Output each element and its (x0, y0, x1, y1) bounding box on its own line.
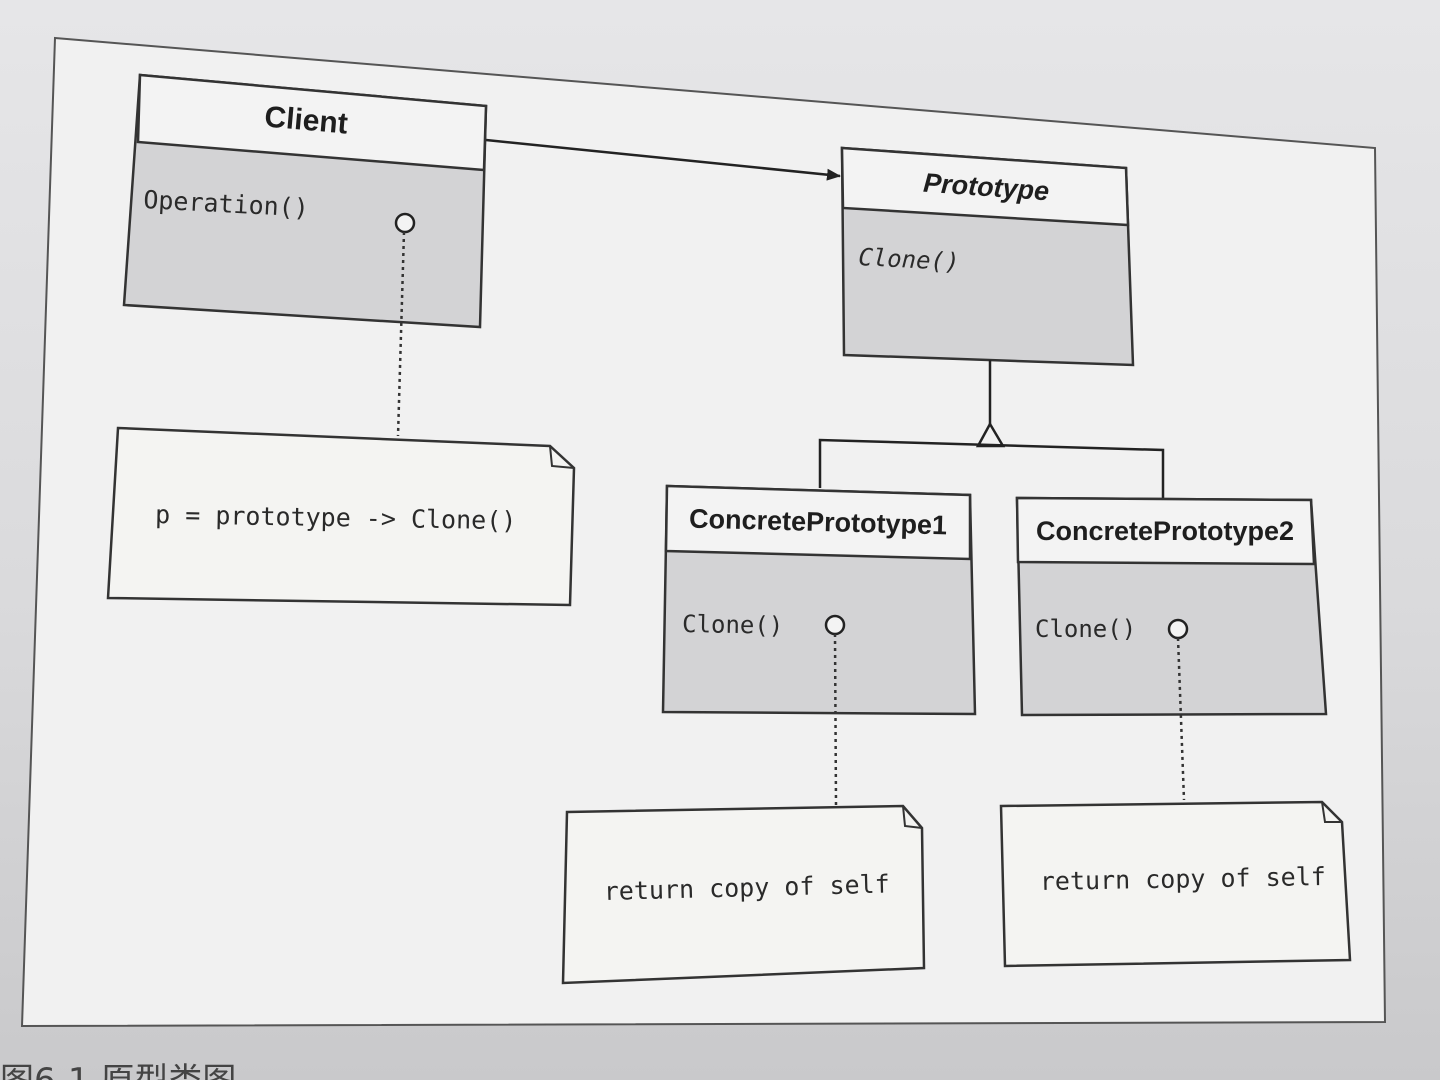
concrete-prototype1-note-connector (833, 633, 838, 806)
inheritance-connector (818, 360, 1165, 500)
prototype-class[interactable]: Prototype Clone() (840, 146, 1135, 367)
concrete-prototype2-note: return copy of self (999, 800, 1352, 968)
concrete-prototype1-note-anchor (824, 614, 846, 636)
figure-caption: 图6-1 原型类图 (0, 1061, 236, 1080)
concrete-prototype2-class[interactable]: ConcretePrototype2 Clone() (1015, 496, 1328, 717)
concrete-prototype1-header (664, 484, 972, 561)
client-note: p = prototype -> Clone() (106, 426, 576, 607)
concrete-prototype1-class[interactable]: ConcretePrototype1 Clone() (661, 484, 977, 716)
concrete-prototype2-note-fold (1321, 801, 1342, 823)
client-note-text: p = prototype -> Clone() (155, 500, 517, 535)
concrete-prototype1-note: return copy of self (561, 804, 926, 985)
concrete-prototype2-title: ConcretePrototype2 (1036, 516, 1294, 546)
concrete-prototype2-operation: Clone() (1035, 615, 1136, 643)
concrete-prototype2-note-shape (999, 800, 1352, 968)
client-note-connector (396, 231, 406, 437)
concrete-prototype1-title: ConcretePrototype1 (689, 504, 948, 541)
concrete-prototype2-note-connector (1176, 637, 1186, 801)
client-class-title: Client (263, 100, 349, 140)
association-arrow (485, 138, 841, 181)
concrete-prototype2-note-anchor (1167, 618, 1189, 640)
client-class-header (136, 73, 488, 172)
concrete-prototype1-note-fold (902, 805, 923, 829)
concrete-prototype1-note-shape (561, 804, 926, 985)
prototype-operation: Clone() (858, 243, 960, 276)
client-note-fold (549, 445, 575, 469)
prototype-class-header (840, 146, 1130, 227)
client-note-anchor (394, 212, 416, 234)
client-note-shape (106, 426, 576, 607)
concrete-prototype2-header (1015, 496, 1316, 566)
concrete-prototype1-operation: Clone() (682, 610, 784, 640)
concrete-prototype2-note-text: return copy of self (1040, 862, 1326, 896)
client-class[interactable]: Client Operation() (122, 73, 488, 329)
